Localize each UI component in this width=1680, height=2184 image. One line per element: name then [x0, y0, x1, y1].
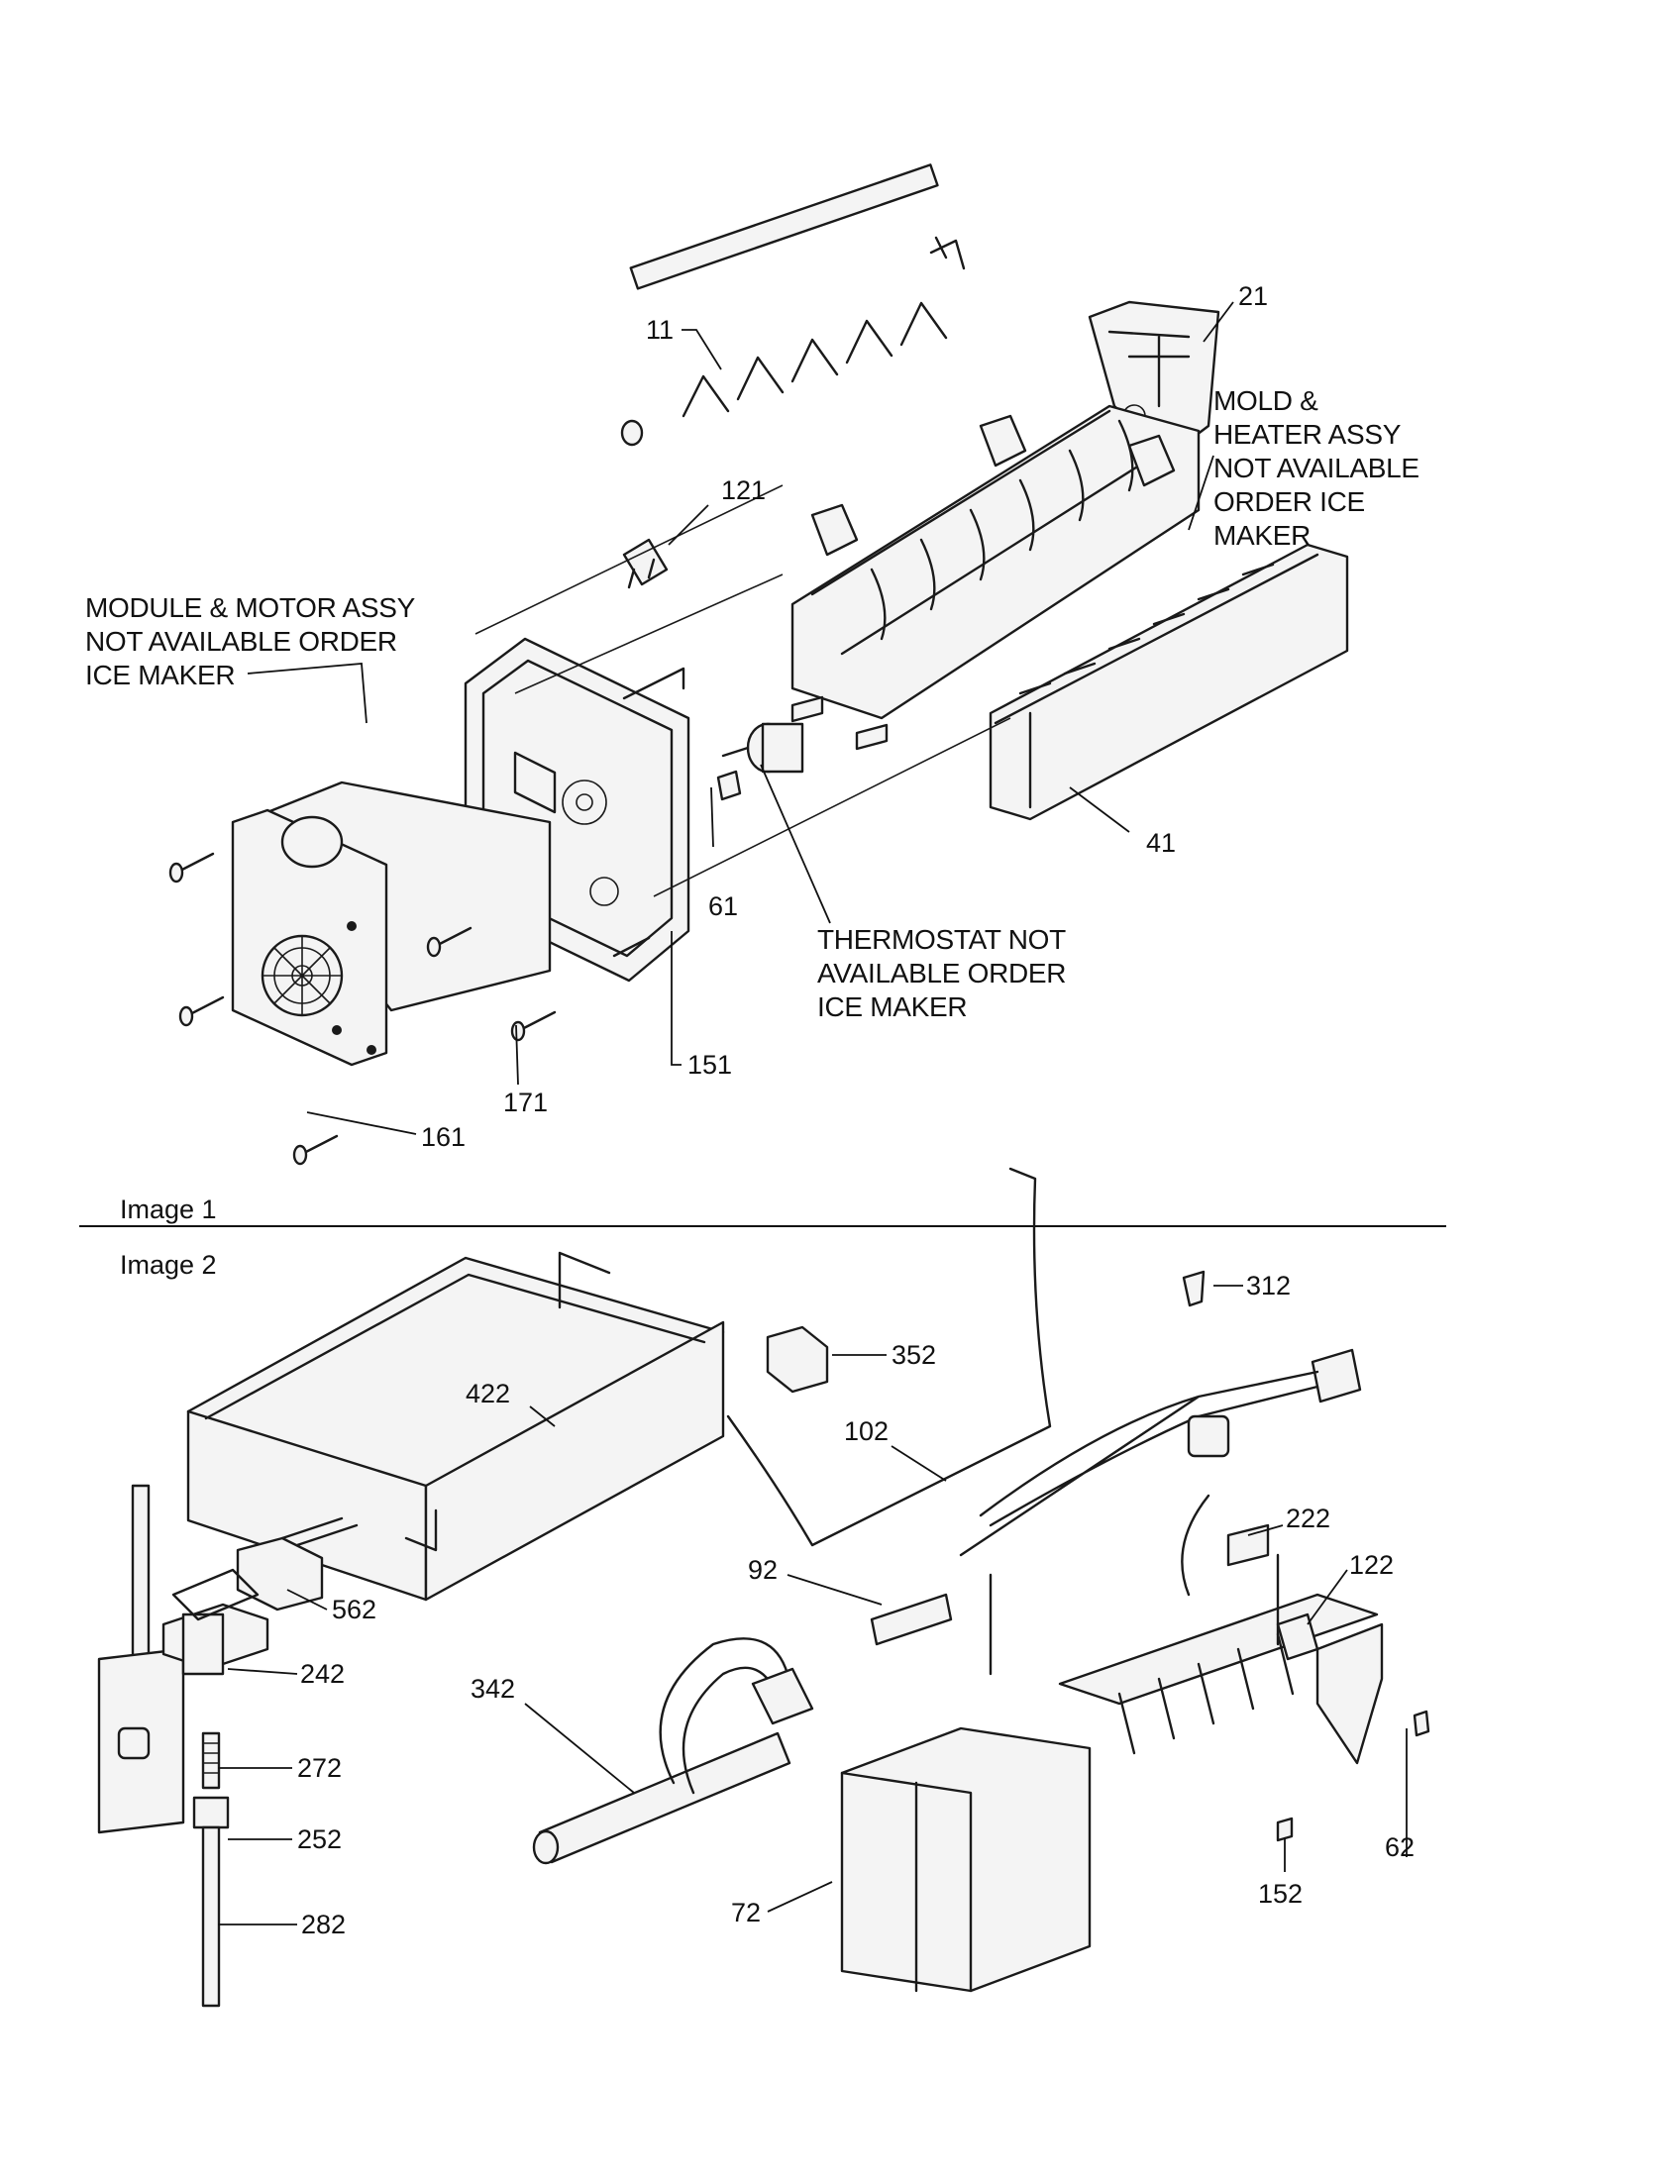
mold-heater-note: MOLD & HEATER ASSY NOT AVAILABLE ORDER I… [1213, 385, 1419, 551]
image1-leader-lines [247, 301, 1234, 1135]
ice-maker-assembly-drawing [840, 1523, 1430, 1993]
image2-leader-lines [218, 1285, 1408, 1925]
screws-drawing [168, 852, 651, 1166]
ice-stripper-drawing [989, 543, 1349, 821]
part-label-171: 171 [503, 1088, 549, 1117]
thermostat-drawing [716, 695, 889, 801]
water-valve-drawing [97, 1484, 269, 2008]
part-label-61: 61 [708, 891, 739, 921]
part-label-11: 11 [646, 315, 675, 345]
thermostat-note: THERMOSTAT NOT AVAILABLE ORDER ICE MAKER [817, 924, 1067, 1022]
module-motor-drawing [231, 780, 552, 1067]
fill-tube-drawing [532, 1637, 814, 1865]
switch-562-drawing [236, 1516, 359, 1612]
wire-102-drawing [726, 1167, 1052, 1547]
clip-352-drawing [766, 1325, 829, 1394]
image2-caption: Image 2 [120, 1250, 217, 1280]
ice-bucket-drawing [186, 1251, 725, 1602]
part-label-562: 562 [332, 1595, 377, 1624]
image1-caption: Image 1 [120, 1195, 217, 1224]
ice-mold-drawing [790, 404, 1201, 720]
part-label-222: 222 [1286, 1504, 1331, 1533]
clip-121-drawing [622, 538, 669, 589]
part-label-151: 151 [687, 1050, 733, 1080]
harness-drawing [870, 1348, 1362, 1646]
part-label-352: 352 [892, 1340, 937, 1370]
part-label-252: 252 [297, 1824, 343, 1854]
part-label-102: 102 [844, 1416, 890, 1446]
part-label-342: 342 [471, 1674, 516, 1704]
wire-nut-312-drawing [1182, 1270, 1206, 1307]
part-label-242: 242 [300, 1659, 346, 1689]
part-label-122: 122 [1349, 1550, 1395, 1580]
part-label-121: 121 [721, 475, 767, 505]
part-label-272: 272 [297, 1753, 343, 1783]
part-label-72: 72 [731, 1898, 762, 1927]
ejector-shaft-drawing [620, 163, 966, 447]
module-motor-note: MODULE & MOTOR ASSY NOT AVAILABLE ORDER … [85, 592, 415, 690]
part-label-152: 152 [1258, 1879, 1304, 1909]
part-label-21: 21 [1238, 281, 1269, 311]
part-label-92: 92 [748, 1555, 779, 1585]
part-label-422: 422 [466, 1379, 511, 1408]
part-label-282: 282 [301, 1910, 347, 1939]
part-label-312: 312 [1246, 1271, 1292, 1300]
part-label-161: 161 [421, 1122, 467, 1152]
part-label-62: 62 [1385, 1832, 1416, 1862]
part-label-41: 41 [1146, 828, 1177, 858]
